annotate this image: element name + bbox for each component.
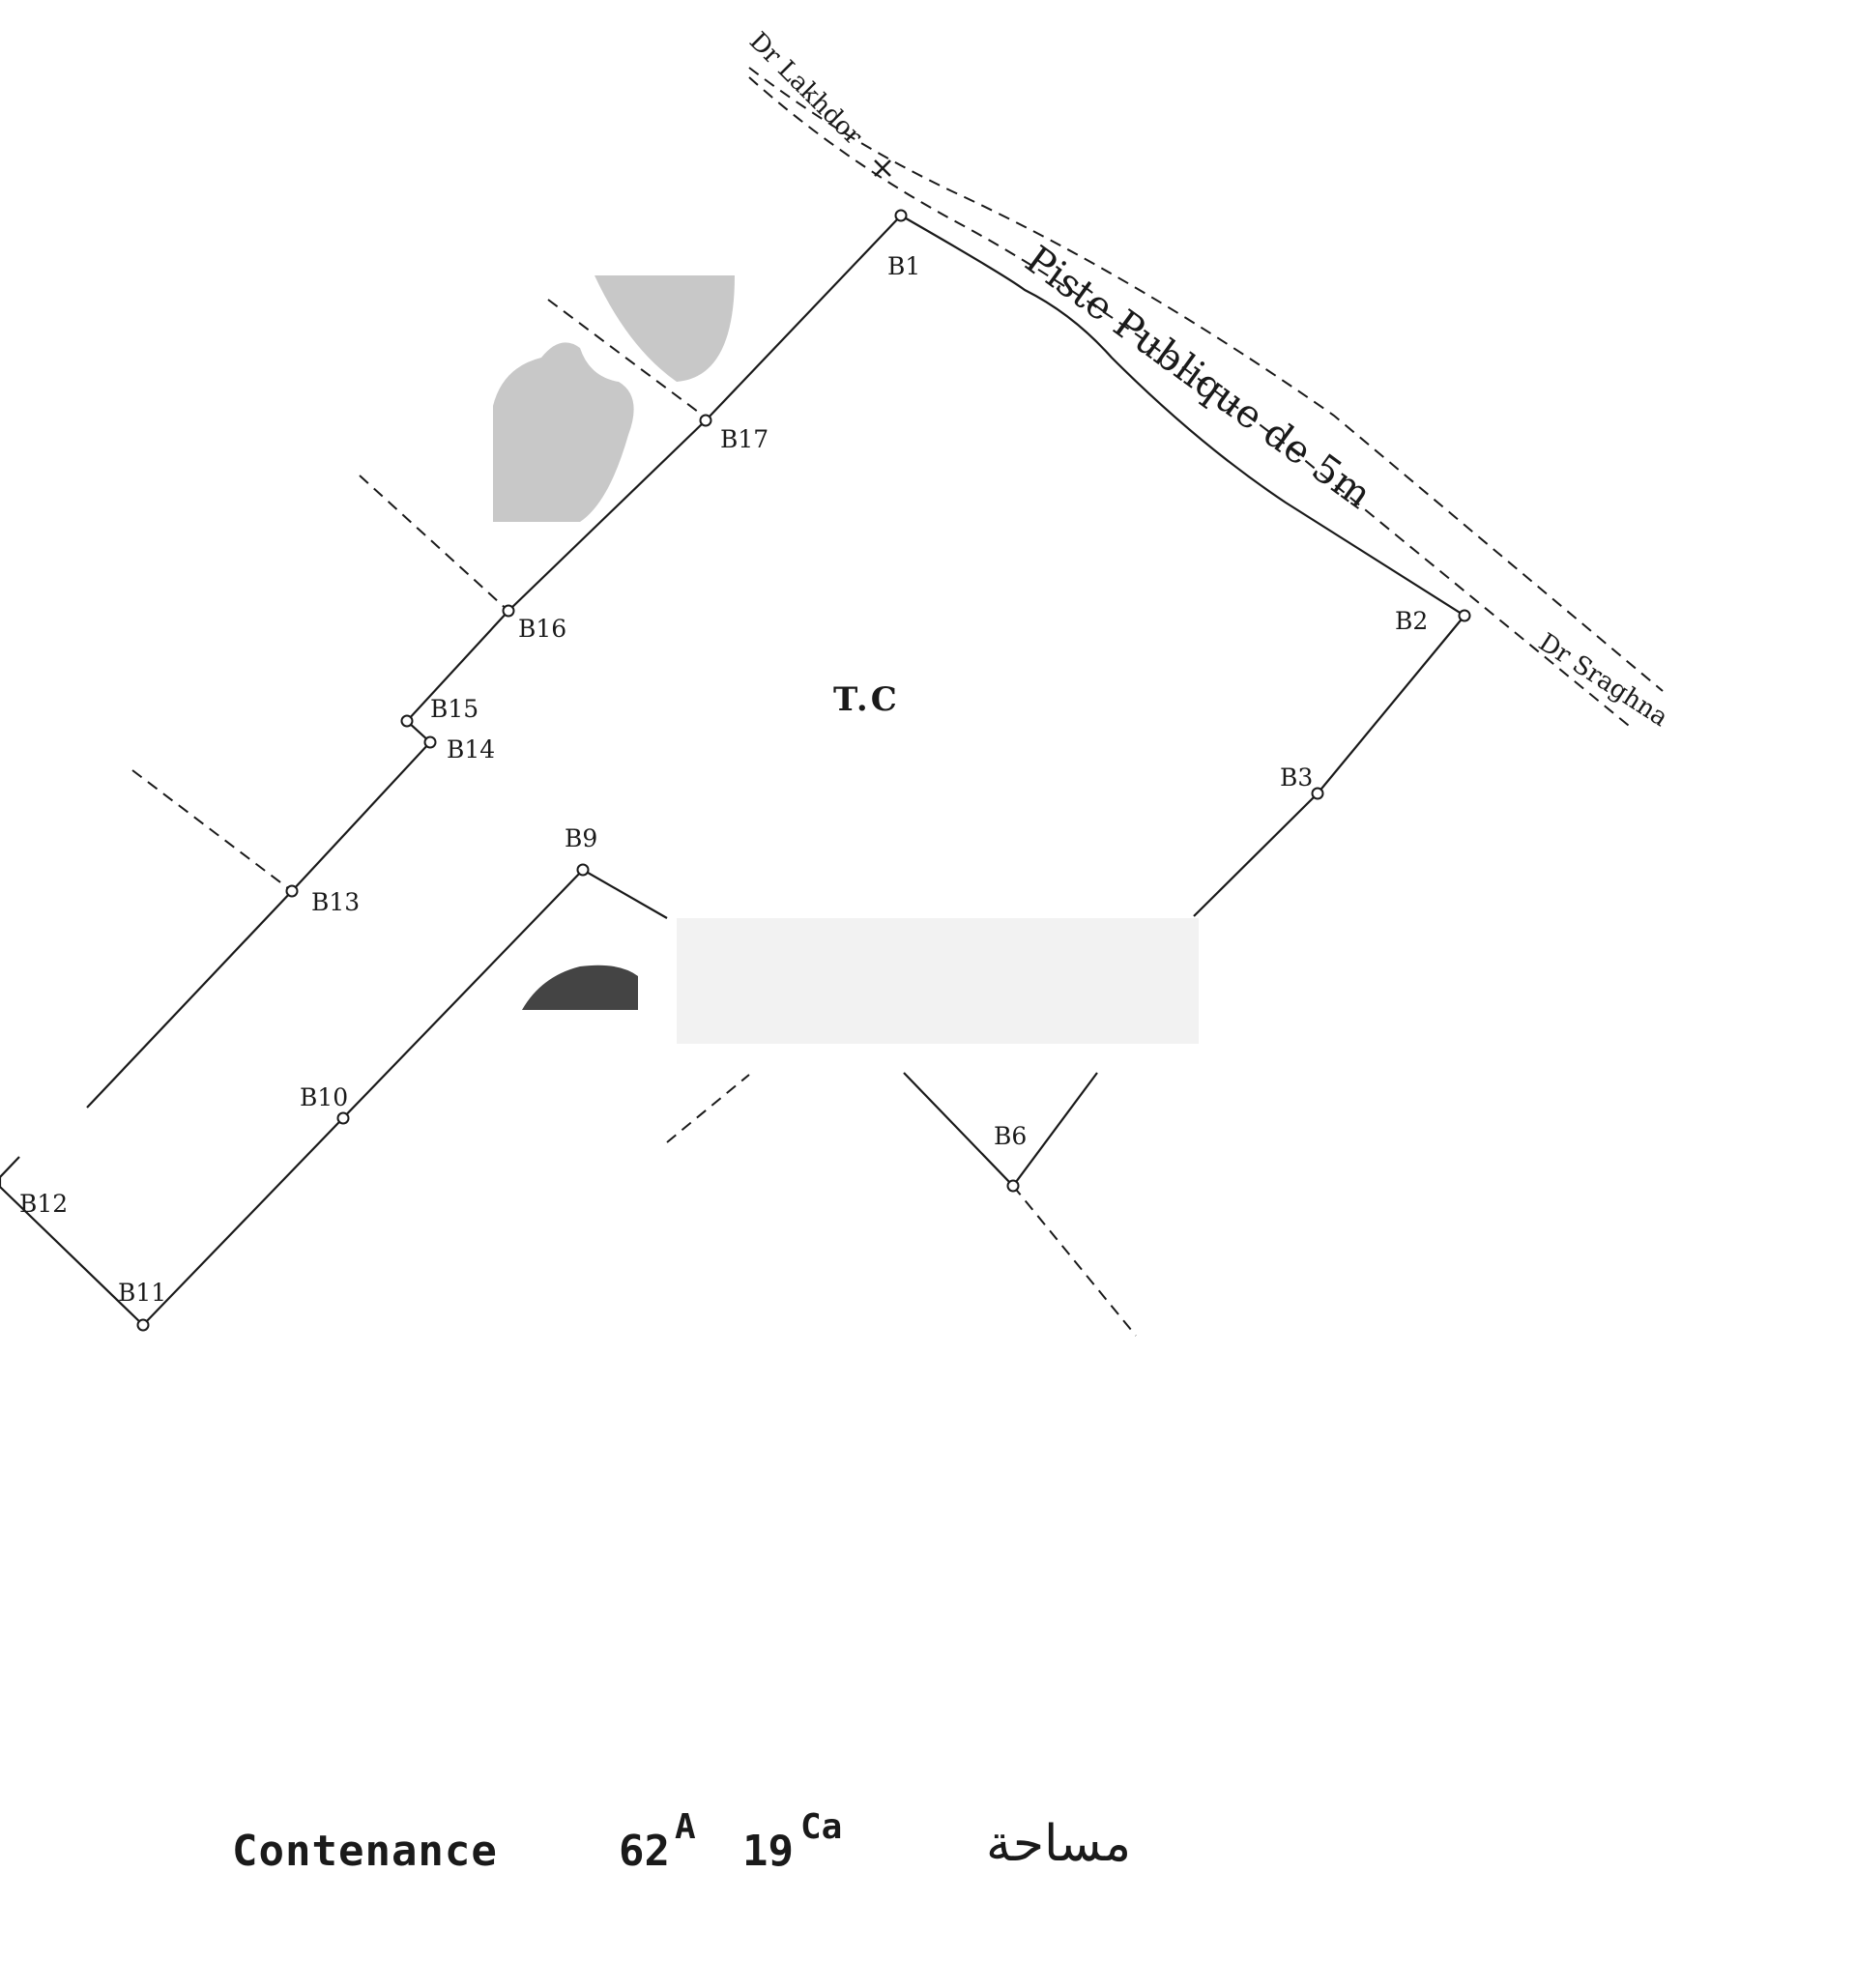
marker-b2 <box>1458 609 1471 622</box>
label-b13: B13 <box>311 888 360 916</box>
marker-b9 <box>576 863 590 877</box>
label-b15: B15 <box>430 695 478 723</box>
label-b6: B6 <box>994 1122 1027 1150</box>
label-b9: B9 <box>565 824 597 852</box>
marker-b10 <box>336 1111 350 1125</box>
marker-b15 <box>400 714 414 728</box>
label-b12: B12 <box>19 1190 68 1218</box>
marker-b16 <box>502 604 515 618</box>
contenance-label: Contenance <box>232 1827 498 1876</box>
area-ares: 62 <box>619 1827 670 1876</box>
marker-b17 <box>699 414 712 427</box>
area-centiares: 19 <box>742 1827 794 1876</box>
marker-b14 <box>423 735 437 749</box>
label-b10: B10 <box>300 1083 348 1111</box>
centiares-unit: Ca <box>800 1807 843 1847</box>
marker-labels: B1 B2 B3 B6 B9 B10 B11 B12 B13 B14 B15 B… <box>19 252 1428 1307</box>
label-b1: B1 <box>887 252 920 280</box>
zone-label: T.C <box>833 680 900 719</box>
neighbor-north-west: Dr Lakhdor <box>743 27 868 152</box>
parcel-boundary <box>0 215 1465 1327</box>
arabic-area-label: مساحة <box>986 1815 1132 1873</box>
ares-unit: A <box>675 1807 696 1847</box>
marker-b11 <box>136 1318 150 1332</box>
marker-b1 <box>894 209 908 222</box>
marker-b6 <box>1006 1179 1020 1193</box>
neighbor-north-east: Dr Sraghna <box>1533 628 1673 733</box>
label-b2: B2 <box>1395 607 1428 635</box>
marker-b3 <box>1311 787 1324 800</box>
marker-b13 <box>285 884 299 898</box>
label-b3: B3 <box>1280 764 1313 792</box>
label-b14: B14 <box>447 735 495 764</box>
boundary-markers <box>136 209 1471 1332</box>
label-b11: B11 <box>118 1279 166 1307</box>
label-b16: B16 <box>518 615 566 643</box>
cross-marker <box>874 159 891 177</box>
redacted-areas <box>493 275 1199 1044</box>
road-boundaries <box>131 67 1664 1337</box>
area-footer: Contenance 62 A 19 Ca مساحة <box>232 1807 1392 1904</box>
label-b17: B17 <box>720 425 768 453</box>
road-label: Piste Publique de 5m <box>1017 238 1379 518</box>
